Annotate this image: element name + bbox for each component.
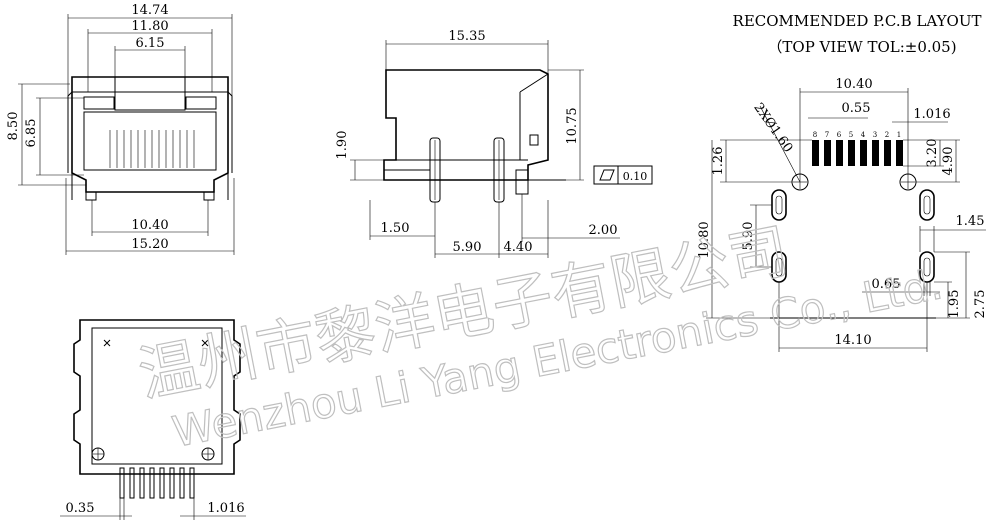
shield-slot — [919, 189, 935, 221]
dim-base-width: 15.20 — [131, 237, 168, 252]
pcb-dim-195: 1.95 — [947, 290, 962, 319]
dim-body-height: 10.75 — [565, 107, 580, 144]
dim-rear-pin: 4.40 — [504, 240, 533, 255]
svg-text:8: 8 — [813, 131, 817, 139]
dim-flatness: 0.10 — [623, 170, 648, 183]
svg-text:1: 1 — [897, 131, 901, 139]
pcb-layout-subtitle: （TOP VIEW TOL:±0.05) — [767, 38, 956, 56]
dim-pin-span: 10.40 — [131, 218, 168, 233]
svg-text:3: 3 — [873, 131, 877, 139]
bottom-pins — [119, 467, 195, 499]
pcb-dim-275: 2.75 — [973, 290, 988, 319]
dim-overall-width: 14.74 — [131, 3, 168, 18]
bottom-view: 0.35 1.016 — [60, 319, 246, 520]
watermark: 温州市黎洋电子有限公司 Wenzhou Li Yang Electronics … — [133, 216, 947, 458]
signal-pads — [812, 140, 903, 166]
dim-pin-width: 0.35 — [66, 501, 95, 516]
svg-text:7: 7 — [825, 131, 829, 139]
svg-text:4: 4 — [861, 131, 866, 139]
dim-opening-width: 6.15 — [136, 36, 165, 51]
pcb-dim-pad-to-hole: 4.90 — [941, 147, 956, 176]
pin-numbers: 8 7 6 5 4 3 2 1 — [813, 131, 901, 139]
dim-inner-height: 6.85 — [24, 119, 39, 148]
dim-pin-pitch: 1.016 — [207, 501, 244, 516]
dim-rear-offset: 2.00 — [589, 223, 618, 238]
svg-text:6: 6 — [837, 131, 842, 139]
front-contacts — [109, 130, 195, 168]
shield-slot — [771, 189, 787, 221]
pcb-dim-hole: 2XØ1.60 — [750, 100, 795, 155]
pcb-dim-pitch: 0.55 — [842, 101, 871, 116]
dim-standoff: 1.90 — [335, 131, 350, 160]
pcb-layout: RECOMMENDED P.C.B LAYOUT （TOP VIEW TOL:±… — [697, 12, 988, 352]
front-view: 14.74 11.80 6.15 8.50 6.85 10.40 15.20 — [6, 3, 235, 255]
pcb-dim-height: 10.80 — [697, 221, 712, 258]
pcb-layout-title: RECOMMENDED P.C.B LAYOUT — [733, 12, 982, 30]
side-view: 15.35 10.75 1.90 1.50 5.90 4.40 2.00 0.1… — [335, 29, 653, 258]
pcb-dim-base: 14.10 — [834, 333, 871, 348]
pcb-dim-slot-offset: 0.65 — [872, 277, 901, 292]
dim-pin-gap: 5.90 — [453, 240, 482, 255]
svg-text:2: 2 — [885, 131, 889, 139]
pcb-dim-slot-width: 1.45 — [956, 214, 985, 229]
pcb-dim-pad-length: 3.20 — [925, 139, 940, 168]
pcb-dim-pad-pitch: 1.016 — [913, 107, 950, 122]
dim-body-length: 15.35 — [448, 29, 485, 44]
pcb-dim-126: 1.26 — [711, 147, 726, 176]
dim-inner-width: 11.80 — [131, 19, 168, 34]
svg-text:5: 5 — [849, 131, 853, 139]
dim-front-offset: 1.50 — [381, 221, 410, 236]
pcb-dim-slot-pitch: 5.90 — [741, 222, 756, 251]
pcb-dim-width: 10.40 — [835, 77, 872, 92]
dim-body-height: 8.50 — [6, 112, 21, 141]
